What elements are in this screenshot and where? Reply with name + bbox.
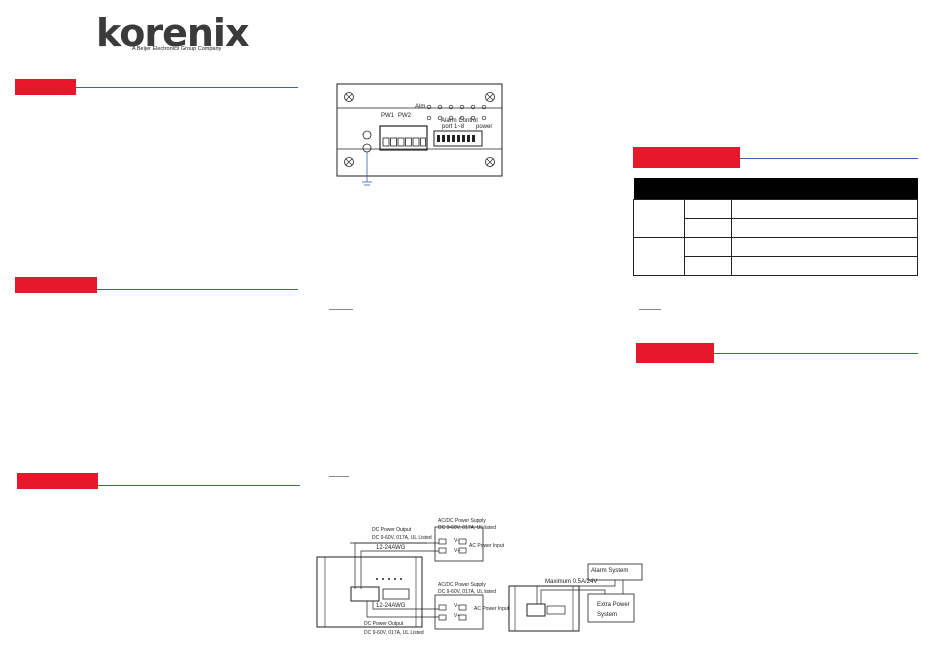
alarm-control-label: Alarm Control	[441, 118, 478, 124]
dc-power-output-bottom: DC Power Output	[364, 621, 404, 627]
power-wiring-diagram	[316, 526, 484, 630]
section-header-1-box	[15, 79, 76, 95]
caption-rule-2	[329, 476, 349, 477]
table-cell	[731, 218, 918, 238]
table-header-cell-1	[633, 178, 685, 200]
table-cell	[731, 256, 918, 276]
v-plus-bottom: V+	[454, 613, 461, 619]
dc-power-output-top: DC Power Output	[372, 527, 412, 533]
table-cell	[633, 237, 685, 276]
acdc-supply-top-spec: DC 9-60V, 017A, UL listed	[438, 525, 496, 531]
section-header-4-box	[633, 147, 740, 168]
led-indicator-table	[633, 178, 918, 276]
alarm-system-label: Alarm System	[591, 568, 629, 574]
dc-power-output-top-spec: DC 9-60V, 017A, UL Listed	[372, 535, 432, 541]
section-header-1-rule	[76, 87, 298, 88]
table-cell	[684, 218, 732, 238]
port-range-label: port 1~8	[442, 124, 465, 130]
extra-power-label-2: System	[597, 612, 618, 618]
table-row	[634, 256, 918, 276]
table-cell	[731, 199, 918, 219]
logo-tagline: A Beijer Electronics Group Company	[132, 46, 222, 52]
extra-power-label-1: Extra Power	[597, 602, 630, 608]
wire-gauge-top: 12-24AWG	[376, 545, 406, 551]
section-header-4-rule	[740, 158, 918, 159]
ac-power-input-bottom: AC Power Input	[474, 606, 510, 612]
table-cell	[684, 237, 732, 257]
pw2-label: PW2	[398, 113, 412, 119]
ac-power-input-top: AC Power Input	[469, 543, 505, 549]
front-panel-diagram	[336, 83, 503, 186]
caption-rule-3	[639, 309, 661, 310]
maximum-rating-label: Maximum 0.5A/24V	[545, 579, 598, 585]
acdc-supply-bottom-spec: DC 9-60V, 017A, UL listed	[438, 589, 496, 595]
v-minus-bottom: V-	[454, 603, 459, 609]
section-header-2-rule	[97, 289, 298, 290]
section-header-2-box	[15, 277, 97, 293]
table-header-row	[633, 178, 918, 200]
alm-label: Alm	[415, 104, 426, 110]
table-row	[633, 237, 918, 276]
section-header-3-rule	[98, 485, 300, 486]
acdc-supply-bottom: AC/DC Power Supply	[438, 582, 486, 588]
section-header-5-box	[636, 343, 714, 363]
table-row	[633, 199, 918, 238]
caption-rule-1	[329, 309, 353, 310]
table-cell	[684, 256, 732, 276]
power-label: power	[476, 124, 493, 130]
table-cell	[731, 237, 918, 257]
acdc-supply-top: AC/DC Power Supply	[438, 518, 486, 524]
section-header-3-box	[17, 473, 98, 489]
korenix-logo: korenix	[96, 11, 249, 55]
pw1-label: PW1	[381, 113, 395, 119]
alarm-wiring-diagram	[508, 563, 643, 632]
table-cell	[633, 199, 685, 238]
table-header-cell-3	[731, 178, 918, 200]
wire-gauge-bottom: 12-24AWG	[376, 603, 406, 609]
section-header-5-rule	[714, 353, 918, 354]
table-header-cell-2	[684, 178, 732, 200]
v-plus-top: V+	[454, 548, 461, 554]
table-row	[634, 218, 918, 238]
dc-power-output-bottom-spec: DC 9-60V, 017A, UL Listed	[364, 630, 424, 636]
table-cell	[684, 199, 732, 219]
v-minus-top: V-	[454, 538, 459, 544]
